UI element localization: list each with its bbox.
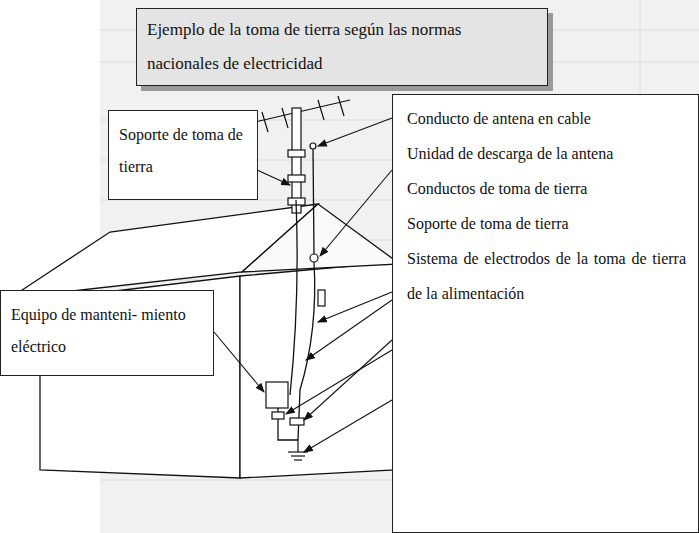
discharge-unit xyxy=(310,254,318,262)
label-text: Soporte de toma de tierra xyxy=(407,206,686,241)
label-box: Soporte de toma de tierra xyxy=(108,110,258,200)
label-text: Unidad de descarga de la antena xyxy=(407,136,686,171)
label-text: Conducto de antena en cable xyxy=(407,101,686,136)
ground-clamp xyxy=(318,290,325,306)
label-text: Soporte de toma de tierra xyxy=(119,119,247,183)
service-equipment xyxy=(266,382,288,408)
title-box: Ejemplo de la toma de tierra según las n… xyxy=(136,8,548,86)
antenna xyxy=(255,96,350,213)
label-text: Equipo de manteni- miento eléctrico xyxy=(11,299,203,363)
ground-clamp xyxy=(290,418,304,425)
front-wall xyxy=(240,262,395,478)
label-text: Sistema de electrodos de la toma de tier… xyxy=(407,241,686,311)
ground-symbol xyxy=(297,440,298,452)
label-box: Conducto de antena en cableUnidad de des… xyxy=(392,94,699,533)
label-text: Conductos de toma de tierra xyxy=(407,171,686,206)
label-box: Equipo de manteni- miento eléctrico xyxy=(0,290,214,376)
gable xyxy=(242,204,400,272)
ground-clamp xyxy=(272,412,284,419)
